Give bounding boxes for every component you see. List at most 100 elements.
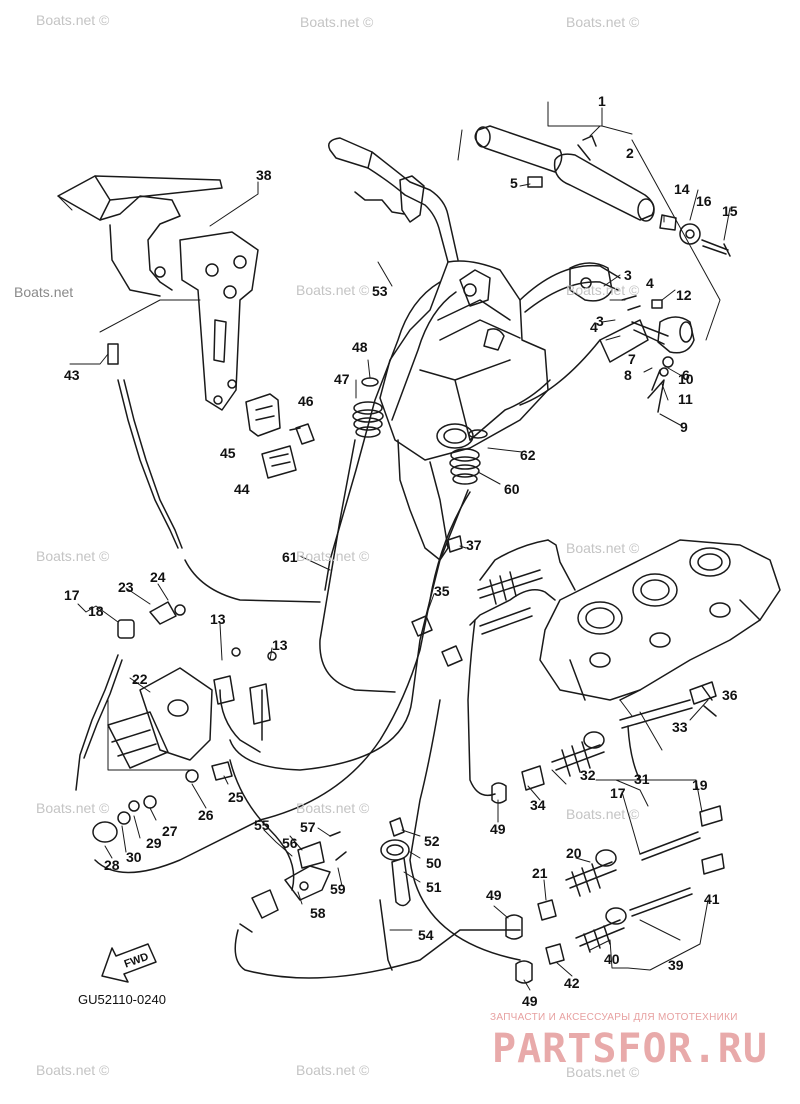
callout-32: 32 — [580, 767, 596, 783]
callout-17: 17 — [610, 785, 626, 801]
steering-column — [379, 260, 549, 561]
callout-39: 39 — [668, 957, 684, 973]
callout-15: 15 — [722, 203, 738, 219]
cable-boots — [352, 377, 488, 485]
watermark: Boats.net — [14, 284, 74, 300]
callout-4: 4 — [590, 319, 598, 335]
callout-48: 48 — [352, 339, 368, 355]
brand-tagline: ЗАПЧАСТИ И АКСЕССУАРЫ ДЛЯ МОТОТЕХНИКИ — [490, 1012, 738, 1023]
callout-13: 13 — [272, 637, 288, 653]
junction-parts — [239, 765, 565, 984]
center-fittings — [411, 535, 543, 667]
callout-14: 14 — [674, 181, 690, 197]
watermark: Boats.net © — [36, 548, 110, 564]
watermark: Boats.net © — [566, 282, 640, 298]
callout-29: 29 — [146, 835, 162, 851]
callout-55: 55 — [254, 817, 270, 833]
callout-43: 43 — [64, 367, 80, 383]
callout-1: 1 — [598, 93, 606, 109]
callout-61: 61 — [282, 549, 298, 565]
callout-41: 41 — [704, 891, 720, 907]
callout-46: 46 — [298, 393, 314, 409]
callout-11: 11 — [678, 391, 693, 407]
watermark: Boats.net © — [566, 806, 640, 822]
callout-9: 9 — [680, 419, 688, 435]
callout-25: 25 — [228, 789, 244, 805]
callout-47: 47 — [334, 371, 350, 387]
watermark: Boats.net © — [566, 540, 640, 556]
callout-54: 54 — [418, 927, 434, 943]
adjuster-cables — [551, 681, 725, 953]
cable-fittings — [92, 601, 277, 843]
watermark: Boats.net © — [36, 12, 110, 28]
callout-12: 12 — [676, 287, 692, 303]
callout-52: 52 — [424, 833, 440, 849]
watermark: Boats.net © — [296, 282, 370, 298]
callout-62: 62 — [520, 447, 536, 463]
callout-8: 8 — [624, 367, 632, 383]
callout-13: 13 — [210, 611, 226, 627]
lever-bracket — [57, 175, 259, 411]
watermark: Boats.net © — [566, 14, 640, 30]
callout-34: 34 — [530, 797, 546, 813]
callout-6: 6 — [682, 367, 690, 383]
watermark: Boats.net © — [36, 1062, 110, 1078]
callout-5: 5 — [510, 175, 518, 191]
callout-23: 23 — [118, 579, 134, 595]
grip-assembly — [474, 125, 731, 257]
callout-10: 10 — [678, 371, 694, 387]
callout-7: 7 — [628, 351, 636, 367]
watermark: Boats.net © — [300, 14, 374, 30]
throttle-lever — [569, 262, 695, 413]
callout-3: 3 — [624, 267, 632, 283]
callout-16: 16 — [696, 193, 712, 209]
callout-60: 60 — [504, 481, 520, 497]
callout-31: 31 — [634, 771, 650, 787]
callout-3: 3 — [596, 313, 604, 329]
callout-50: 50 — [426, 855, 442, 871]
callout-17: 17 — [64, 587, 80, 603]
leader-lines — [57, 101, 731, 991]
watermark: Boats.net © — [296, 800, 370, 816]
callout-45: 45 — [220, 445, 236, 461]
callout-28: 28 — [104, 857, 120, 873]
callout-19: 19 — [692, 777, 708, 793]
callout-18: 18 — [88, 603, 104, 619]
callout-30: 30 — [126, 849, 142, 865]
callout-24: 24 — [150, 569, 166, 585]
callout-59: 59 — [330, 881, 346, 897]
callout-51: 51 — [426, 879, 442, 895]
callout-21: 21 — [532, 865, 548, 881]
diagram-code: GU52110-0240 — [78, 992, 166, 1007]
watermark: Boats.net © — [296, 548, 370, 564]
throttle-body — [469, 539, 781, 701]
callout-56: 56 — [282, 835, 298, 851]
handlebar — [328, 137, 621, 313]
callout-27: 27 — [162, 823, 178, 839]
callout-36: 36 — [722, 687, 738, 703]
callout-38: 38 — [256, 167, 272, 183]
callout-49: 49 — [486, 887, 502, 903]
callout-2: 2 — [626, 145, 634, 161]
callout-49: 49 — [522, 993, 538, 1009]
callout-22: 22 — [132, 671, 148, 687]
callout-40: 40 — [604, 951, 620, 967]
callout-44: 44 — [234, 481, 250, 497]
callout-53: 53 — [372, 283, 388, 299]
watermark: Boats.net © — [566, 1064, 640, 1080]
clamp-parts — [245, 393, 315, 479]
callout-49: 49 — [490, 821, 506, 837]
callout-20: 20 — [566, 845, 582, 861]
callout-26: 26 — [198, 807, 214, 823]
brand-logo: PARTSFOR.RU — [492, 1026, 768, 1072]
control-cables — [75, 281, 601, 979]
callout-42: 42 — [564, 975, 580, 991]
fwd-label: FWD — [123, 951, 151, 971]
callout-33: 33 — [672, 719, 688, 735]
fwd-arrow — [101, 943, 157, 983]
callout-57: 57 — [300, 819, 316, 835]
watermark: Boats.net © — [36, 800, 110, 816]
callout-4: 4 — [646, 275, 654, 291]
